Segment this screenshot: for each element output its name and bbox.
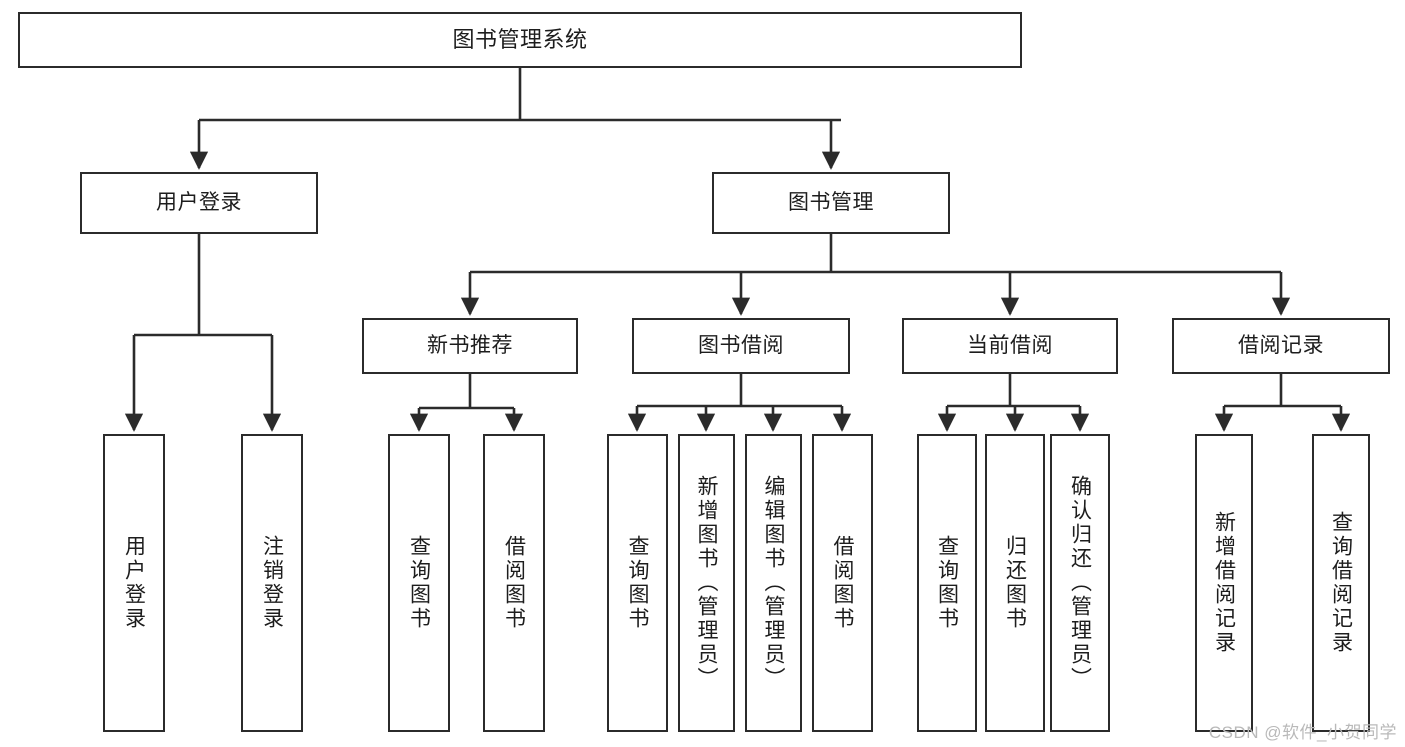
node-leaf-query-book-current[interactable]: 查询图书 bbox=[917, 434, 977, 732]
node-leaf-add-book-admin[interactable]: 新增图书（管理员） bbox=[678, 434, 735, 732]
node-leaf-label: 查询图书 bbox=[935, 535, 959, 631]
node-leaf-borrow-book-recommend[interactable]: 借阅图书 bbox=[483, 434, 545, 732]
node-leaf-label: 查询图书 bbox=[407, 535, 431, 631]
node-leaf-label: 查询图书 bbox=[626, 535, 649, 631]
node-leaf-confirm-return-admin[interactable]: 确认归还（管理员） bbox=[1050, 434, 1110, 732]
node-leaf-label: 归还图书 bbox=[1003, 535, 1027, 631]
node-leaf-label: 注销登录 bbox=[260, 535, 284, 631]
node-leaf-label: 新增图书（管理员） bbox=[695, 475, 718, 691]
node-level2-book-borrow-label: 图书借阅 bbox=[698, 333, 784, 357]
node-leaf-add-borrow-record[interactable]: 新增借阅记录 bbox=[1195, 434, 1253, 732]
node-leaf-return-book[interactable]: 归还图书 bbox=[985, 434, 1045, 732]
node-level1-book-management[interactable]: 图书管理 bbox=[712, 172, 950, 234]
node-level1-user-login-label: 用户登录 bbox=[156, 190, 242, 214]
node-leaf-query-book-borrow[interactable]: 查询图书 bbox=[607, 434, 668, 732]
node-level2-new-book-recommend-label: 新书推荐 bbox=[427, 333, 513, 357]
node-leaf-label: 新增借阅记录 bbox=[1212, 511, 1236, 655]
node-level1-book-management-label: 图书管理 bbox=[788, 190, 874, 214]
node-leaf-label: 编辑图书（管理员） bbox=[762, 475, 785, 691]
node-leaf-edit-book-admin[interactable]: 编辑图书（管理员） bbox=[745, 434, 802, 732]
node-level2-borrow-record-label: 借阅记录 bbox=[1238, 333, 1324, 357]
node-root-label: 图书管理系统 bbox=[452, 27, 588, 53]
node-leaf-user-login[interactable]: 用户登录 bbox=[103, 434, 165, 732]
node-leaf-query-borrow-record[interactable]: 查询借阅记录 bbox=[1312, 434, 1370, 732]
node-level2-book-borrow[interactable]: 图书借阅 bbox=[632, 318, 850, 374]
node-leaf-label: 借阅图书 bbox=[831, 535, 854, 631]
node-leaf-label: 确认归还（管理员） bbox=[1068, 475, 1092, 691]
node-level1-user-login[interactable]: 用户登录 bbox=[80, 172, 318, 234]
node-level2-current-borrow-label: 当前借阅 bbox=[967, 333, 1053, 357]
node-leaf-query-book-recommend[interactable]: 查询图书 bbox=[388, 434, 450, 732]
node-leaf-label: 查询借阅记录 bbox=[1329, 511, 1353, 655]
node-level2-new-book-recommend[interactable]: 新书推荐 bbox=[362, 318, 578, 374]
node-root[interactable]: 图书管理系统 bbox=[18, 12, 1022, 68]
node-level2-current-borrow[interactable]: 当前借阅 bbox=[902, 318, 1118, 374]
node-leaf-borrow-book[interactable]: 借阅图书 bbox=[812, 434, 873, 732]
node-level2-borrow-record[interactable]: 借阅记录 bbox=[1172, 318, 1390, 374]
node-leaf-label: 借阅图书 bbox=[502, 535, 526, 631]
node-leaf-logout[interactable]: 注销登录 bbox=[241, 434, 303, 732]
csdn-watermark: CSDN @软件_小贺同学 bbox=[1208, 723, 1397, 742]
node-leaf-label: 用户登录 bbox=[122, 535, 146, 631]
